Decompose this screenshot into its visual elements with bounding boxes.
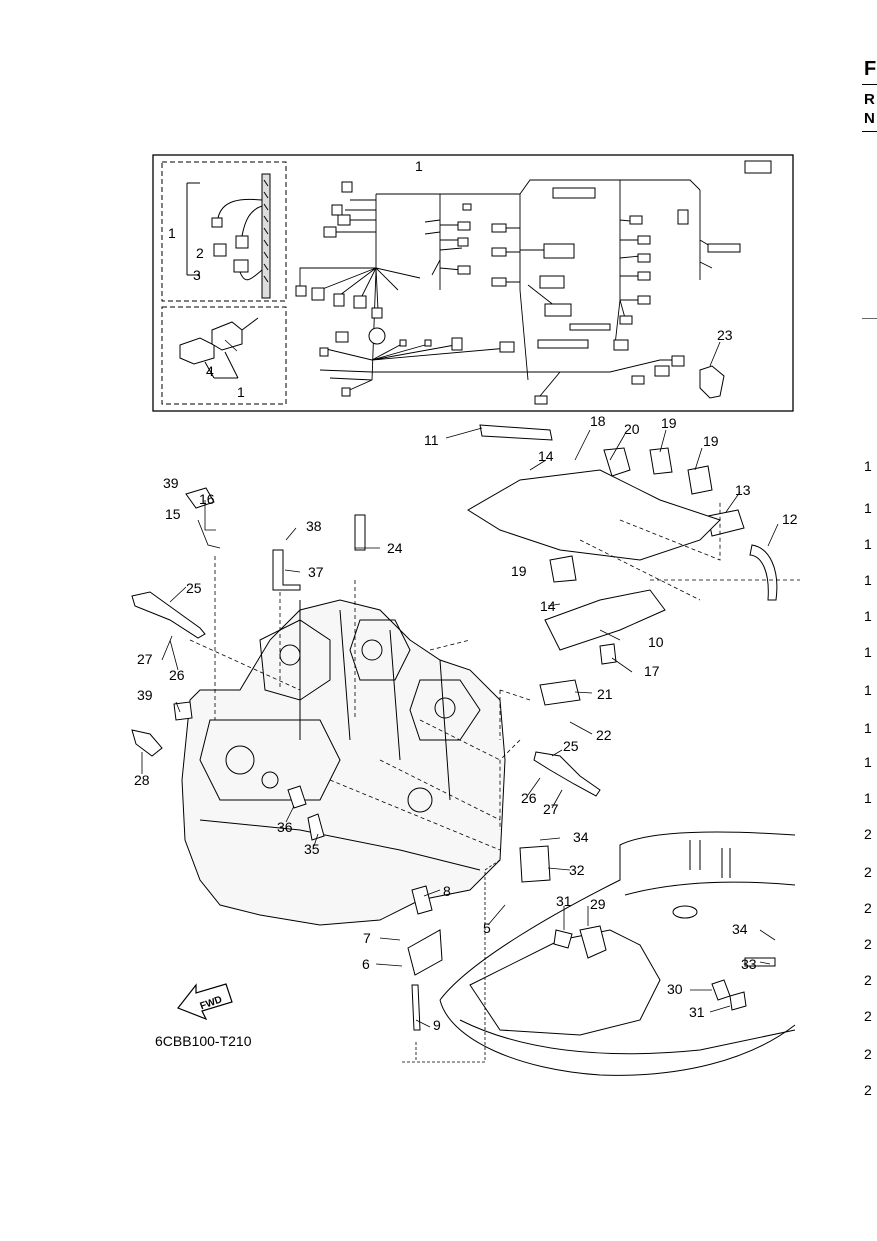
clip-23-part: [699, 365, 725, 399]
bottom-cowling: [439, 831, 796, 1076]
edge-row-mark: 2: [864, 1082, 872, 1098]
callout-31: 31: [689, 1004, 705, 1020]
callout-13: 13: [735, 482, 751, 498]
callout-9: 9: [433, 1017, 441, 1033]
callout-26: 26: [521, 790, 537, 806]
callout-19: 19: [703, 433, 719, 449]
callout-1: 1: [415, 158, 423, 174]
callout-21: 21: [597, 686, 613, 702]
callout-26: 26: [169, 667, 185, 683]
callout-7: 7: [363, 930, 371, 946]
inset-box-upper: [161, 161, 287, 302]
edge-rule-2: [862, 131, 877, 132]
edge-row-mark: 2: [864, 900, 872, 916]
edge-row-mark: 2: [864, 826, 872, 842]
wire-loom-inset: [186, 173, 271, 299]
callout-12: 12: [782, 511, 798, 527]
edge-rule-3: [862, 318, 877, 319]
callout-8: 8: [443, 883, 451, 899]
edge-row-mark: 1: [864, 682, 872, 698]
callout-24: 24: [387, 540, 403, 556]
callout-23: 23: [717, 327, 733, 343]
edge-letter-f: F: [864, 58, 877, 80]
inset-box-lower: [161, 306, 287, 405]
callout-1: 1: [168, 225, 176, 241]
edge-row-mark: 2: [864, 864, 872, 880]
edge-row-mark: 1: [864, 720, 872, 736]
callout-36: 36: [277, 819, 293, 835]
edge-row-mark: 1: [864, 500, 872, 516]
callout-27: 27: [137, 651, 153, 667]
edge-letter-n: N: [864, 110, 875, 127]
engine-block: [181, 599, 506, 926]
callout-19: 19: [661, 415, 677, 431]
diagram-code: 6CBB100-T210: [155, 1033, 252, 1049]
edge-row-mark: 2: [864, 936, 872, 952]
callout-28: 28: [134, 772, 150, 788]
callout-19: 19: [511, 563, 527, 579]
callout-32: 32: [569, 862, 585, 878]
edge-row-mark: 1: [864, 572, 872, 588]
callout-39: 39: [163, 475, 179, 491]
edge-row-mark: 1: [864, 790, 872, 806]
harness-connectors: [295, 160, 772, 405]
edge-row-mark: 1: [864, 754, 872, 770]
callout-22: 22: [596, 727, 612, 743]
callout-34: 34: [573, 829, 589, 845]
callout-14: 14: [538, 448, 554, 464]
callout-11: 11: [424, 432, 439, 448]
callout-1: 1: [237, 384, 245, 400]
callout-16: 16: [199, 491, 215, 507]
callout-38: 38: [306, 518, 322, 534]
callout-35: 35: [304, 841, 320, 857]
edge-row-mark: 1: [864, 458, 872, 474]
callout-20: 20: [624, 421, 640, 437]
harness-box: [152, 154, 794, 412]
callout-6: 6: [362, 956, 370, 972]
edge-letter-r: R: [864, 91, 875, 108]
harness-wires: [299, 179, 713, 397]
edge-row-mark: 2: [864, 1008, 872, 1024]
edge-row-mark: 1: [864, 536, 872, 552]
callout-39: 39: [137, 687, 153, 703]
callout-5: 5: [483, 920, 491, 936]
callout-27: 27: [543, 801, 559, 817]
callout-2: 2: [196, 245, 204, 261]
edge-rule-top: [862, 84, 877, 85]
callout-29: 29: [590, 896, 606, 912]
callout-17: 17: [644, 663, 660, 679]
callout-25: 25: [186, 580, 202, 596]
callout-25: 25: [563, 738, 579, 754]
callout-3: 3: [193, 267, 201, 283]
callout-34: 34: [732, 921, 748, 937]
callout-37: 37: [308, 564, 324, 580]
callout-14: 14: [540, 598, 556, 614]
part-sketches: [131, 424, 778, 1031]
callout-18: 18: [590, 413, 606, 429]
fwd-arrow: [177, 983, 233, 1021]
callout-10: 10: [648, 634, 664, 650]
leader-lines: [141, 339, 800, 1063]
callout-15: 15: [165, 506, 181, 522]
callout-30: 30: [667, 981, 683, 997]
callout-4: 4: [206, 363, 214, 379]
callout-33: 33: [741, 956, 757, 972]
edge-row-mark: 1: [864, 644, 872, 660]
edge-row-mark: 2: [864, 1046, 872, 1062]
relay-inset: [179, 317, 259, 379]
callout-31: 31: [556, 893, 572, 909]
edge-row-mark: 1: [864, 608, 872, 624]
edge-row-mark: 2: [864, 972, 872, 988]
